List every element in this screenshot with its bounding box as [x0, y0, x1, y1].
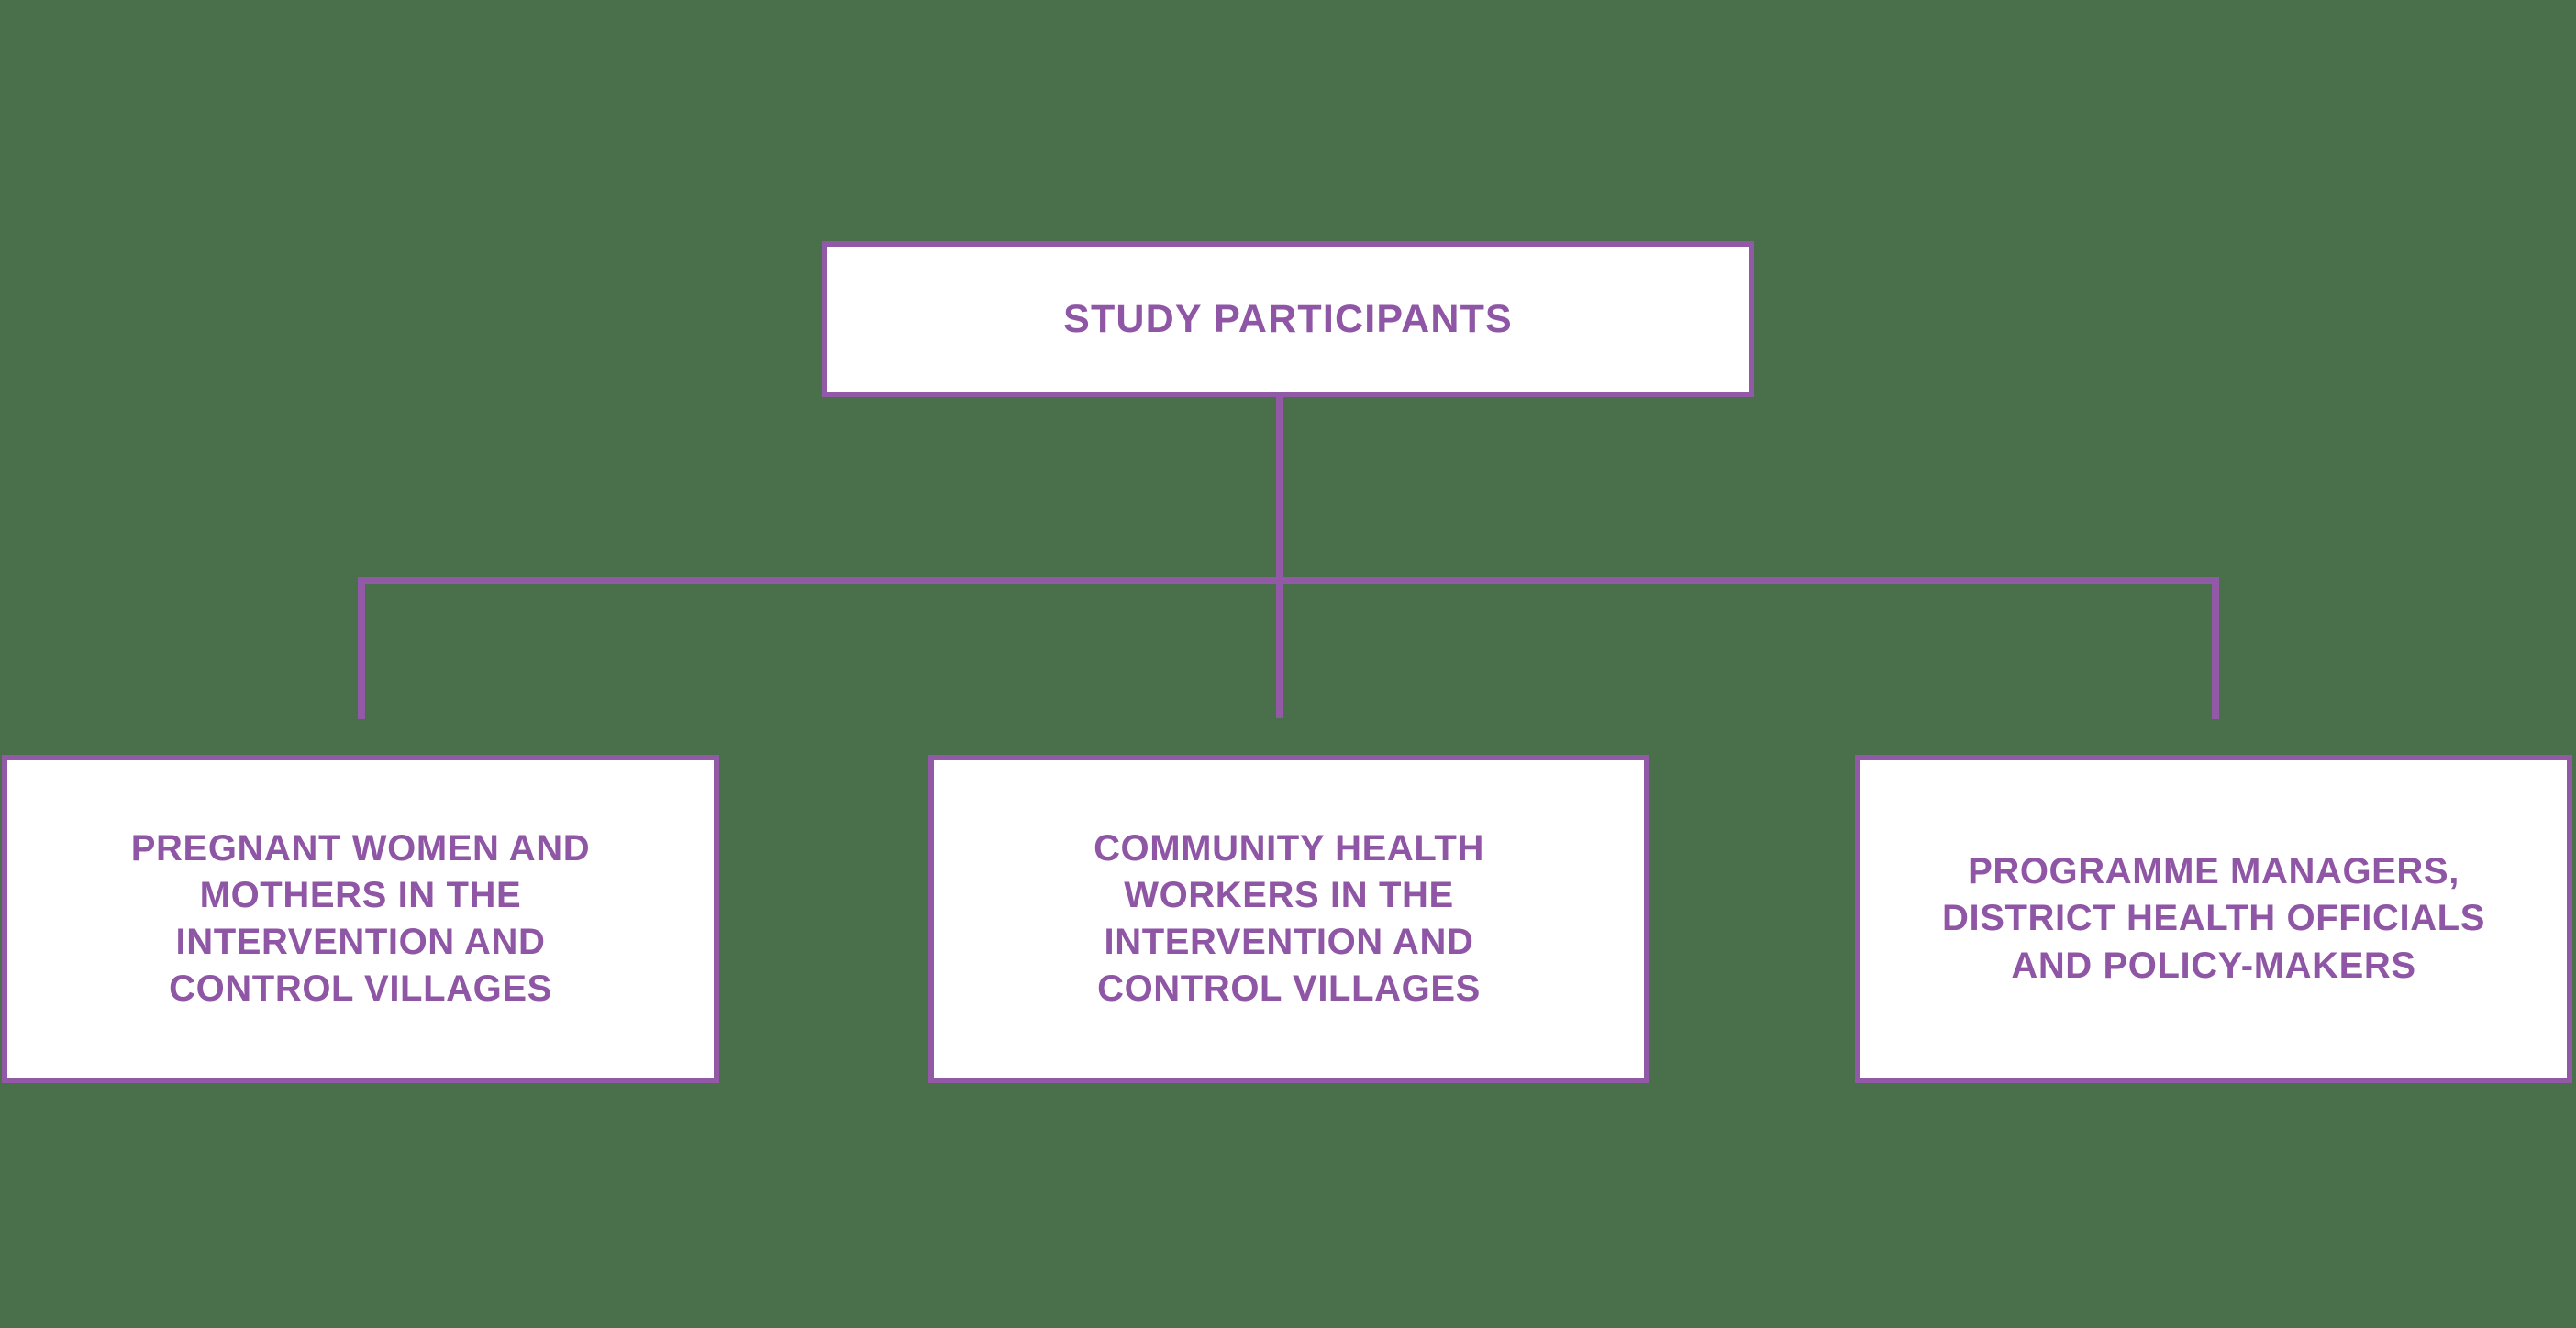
node-programme-managers-officials-policymakers[interactable]: PROGRAMME MANAGERS, DISTRICT HEALTH OFFI…: [1855, 755, 2572, 1083]
connector-root-to-center-child: [1276, 397, 1283, 718]
connector-bus-to-right-child: [2212, 577, 2219, 719]
node-community-health-workers-label: COMMUNITY HEALTH WORKERS IN THE INTERVEN…: [1094, 827, 1484, 1010]
node-study-participants-label: STUDY PARTICIPANTS: [1063, 296, 1513, 341]
node-programme-managers-officials-policymakers-label: PROGRAMME MANAGERS, DISTRICT HEALTH OFFI…: [1942, 851, 2485, 986]
connector-horizontal-bus: [358, 577, 2219, 584]
node-community-health-workers[interactable]: COMMUNITY HEALTH WORKERS IN THE INTERVEN…: [928, 755, 1649, 1083]
node-pregnant-women-and-mothers-label: PREGNANT WOMEN AND MOTHERS IN THE INTERV…: [130, 827, 591, 1010]
node-study-participants[interactable]: STUDY PARTICIPANTS: [822, 241, 1754, 397]
connector-bus-to-left-child: [358, 577, 365, 719]
node-pregnant-women-and-mothers[interactable]: PREGNANT WOMEN AND MOTHERS IN THE INTERV…: [2, 755, 719, 1083]
